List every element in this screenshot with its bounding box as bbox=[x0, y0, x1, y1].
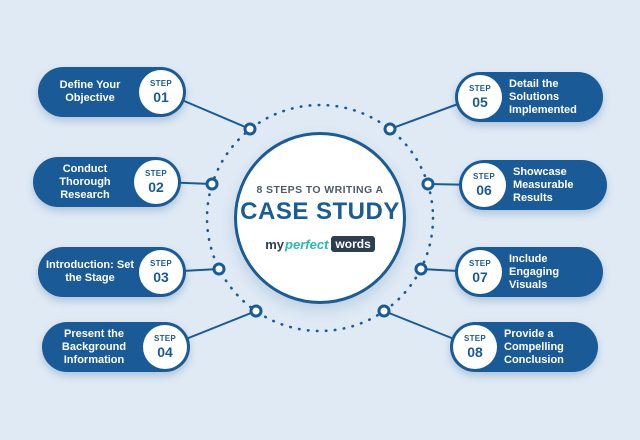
step-word: STEP bbox=[149, 79, 173, 88]
step-label: Include Engaging Visuals bbox=[509, 252, 560, 291]
step-circle-02: STEP 02 bbox=[134, 160, 178, 204]
brand-logo: my perfect words bbox=[265, 236, 375, 252]
step-word: STEP bbox=[149, 259, 173, 268]
step-circle-06: STEP 06 bbox=[462, 163, 506, 207]
connector-dot-step-02 bbox=[205, 177, 219, 191]
logo-part-my: my bbox=[265, 236, 285, 252]
step-number: 04 bbox=[157, 344, 173, 360]
step-pill-05: Detail the Solutions Implemented STEP 05 bbox=[455, 72, 603, 122]
step-label: Showcase Measurable Results bbox=[513, 165, 574, 204]
step-number: 03 bbox=[153, 269, 169, 285]
step-pill-03: Introduction: Set the Stage STEP 03 bbox=[38, 247, 186, 297]
step-pill-02: Conduct Thorough Research STEP 02 bbox=[33, 157, 181, 207]
connector-dot-step-03 bbox=[212, 262, 226, 276]
connector-dot-step-08 bbox=[377, 304, 391, 318]
diagram-title: CASE STUDY bbox=[240, 198, 400, 225]
logo-part-words-badge: words bbox=[331, 236, 375, 252]
connector-dots bbox=[205, 122, 435, 318]
central-circle: 8 STEPS TO WRITING A CASE STUDY my perfe… bbox=[234, 132, 406, 304]
connector-dot-step-05 bbox=[383, 122, 397, 136]
step-pill-08: Provide a Compelling Conclusion STEP 08 bbox=[450, 322, 598, 372]
step-word: STEP bbox=[468, 84, 492, 93]
step-label: Define Your Objective bbox=[59, 79, 121, 104]
step-number: 02 bbox=[148, 179, 164, 195]
step-circle-05: STEP 05 bbox=[458, 75, 502, 119]
step-word: STEP bbox=[472, 172, 496, 181]
dotted-ring bbox=[205, 103, 435, 333]
step-word: STEP bbox=[468, 259, 492, 268]
step-pill-04: Present the Background Information STEP … bbox=[42, 322, 190, 372]
step-pill-06: Showcase Measurable Results STEP 06 bbox=[459, 160, 607, 210]
connector-dot-step-04 bbox=[249, 304, 263, 318]
step-circle-01: STEP 01 bbox=[139, 70, 183, 114]
connector-dot-step-01 bbox=[243, 122, 257, 136]
step-circle-03: STEP 03 bbox=[139, 250, 183, 294]
step-word: STEP bbox=[144, 169, 168, 178]
step-pill-07: Include Engaging Visuals STEP 07 bbox=[455, 247, 603, 297]
step-label: Conduct Thorough Research bbox=[59, 162, 111, 201]
step-number: 08 bbox=[467, 344, 483, 360]
step-pill-01: Define Your Objective STEP 01 bbox=[38, 67, 186, 117]
step-number: 06 bbox=[476, 182, 492, 198]
step-word: STEP bbox=[153, 334, 177, 343]
step-label: Provide a Compelling Conclusion bbox=[504, 327, 564, 366]
step-circle-07: STEP 07 bbox=[458, 250, 502, 294]
step-number: 07 bbox=[472, 269, 488, 285]
step-word: STEP bbox=[463, 334, 487, 343]
logo-part-perfect: perfect bbox=[285, 236, 329, 252]
diagram-subtitle: 8 STEPS TO WRITING A bbox=[256, 184, 384, 196]
step-label: Detail the Solutions Implemented bbox=[509, 77, 577, 116]
connector-dot-step-06 bbox=[421, 177, 435, 191]
step-number: 05 bbox=[472, 94, 488, 110]
step-label: Present the Background Information bbox=[61, 327, 127, 366]
step-label: Introduction: Set the Stage bbox=[46, 259, 134, 284]
step-circle-08: STEP 08 bbox=[453, 325, 497, 369]
connector-dot-step-07 bbox=[414, 262, 428, 276]
step-number: 01 bbox=[153, 89, 169, 105]
step-circle-04: STEP 04 bbox=[143, 325, 187, 369]
